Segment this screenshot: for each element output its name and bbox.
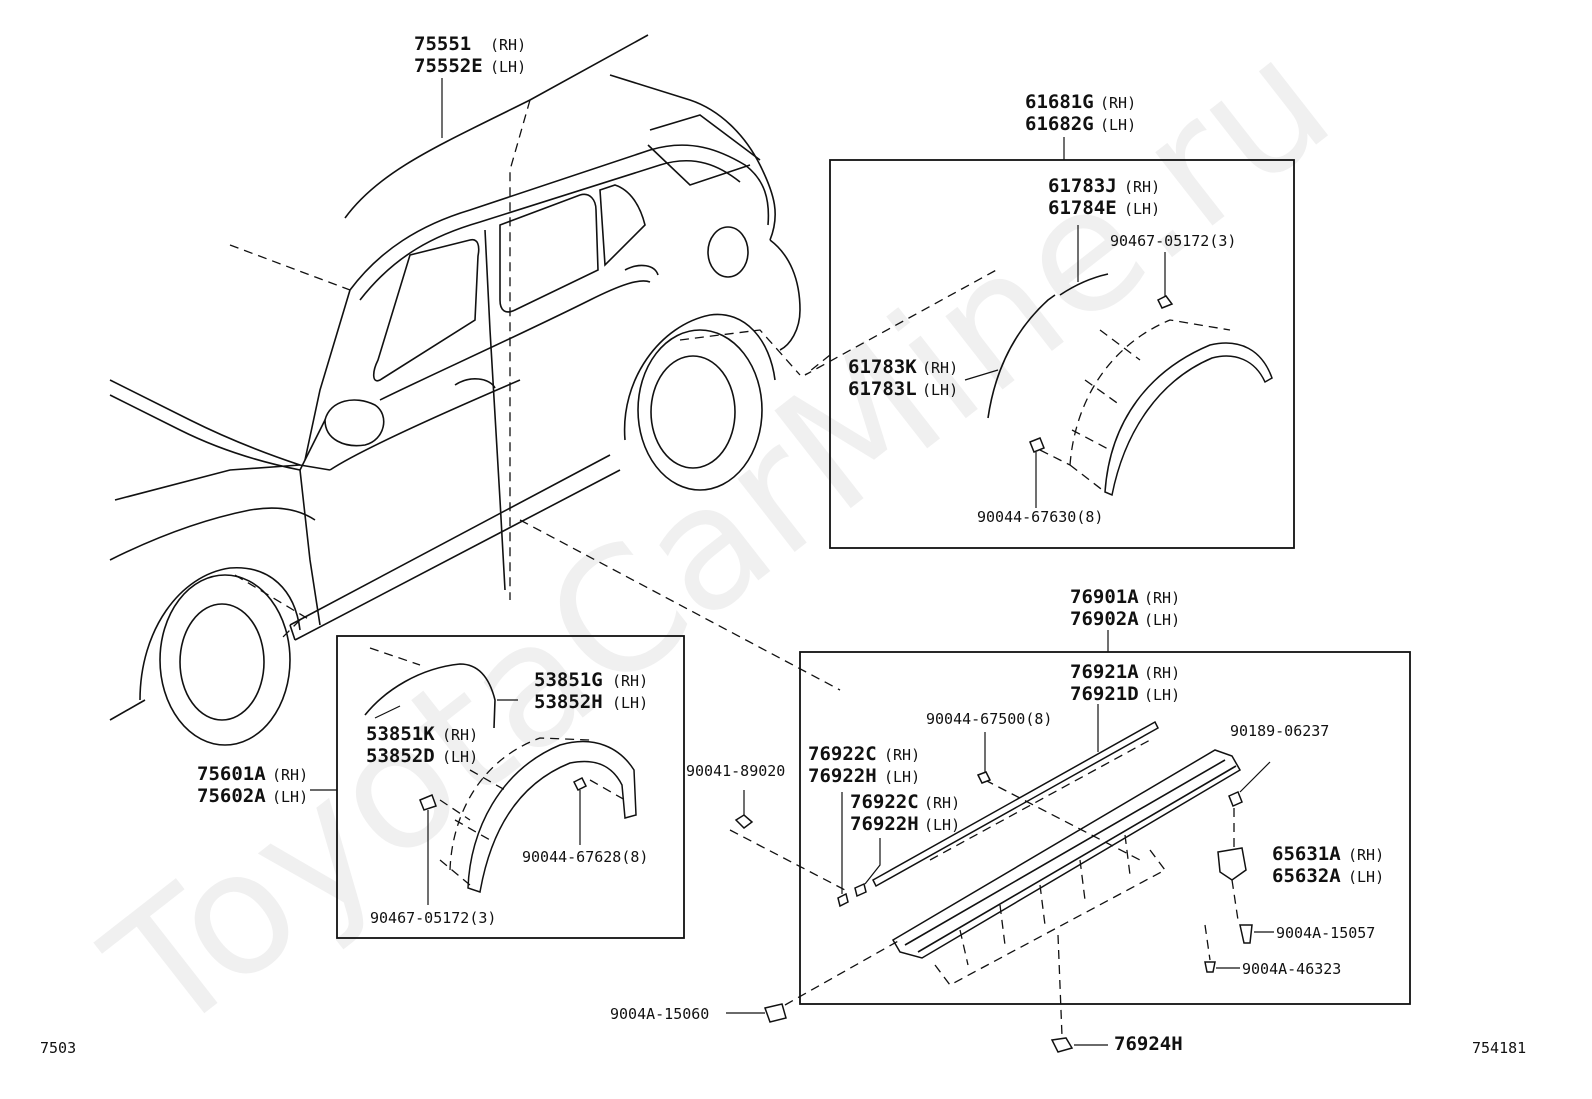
side-label-lh: (LH) <box>1100 116 1136 134</box>
part-number-76922C-b: 76922C <box>850 791 919 813</box>
side-label-rh: (RH) <box>490 36 526 54</box>
part-number-65631A: 65631A <box>1272 843 1341 865</box>
part-number-9004A-15060: 9004A-15060 <box>610 1005 709 1023</box>
side-label-lh: (LH) <box>442 748 478 766</box>
side-label-lh: (LH) <box>612 694 648 712</box>
part-number-90044-67630: 90044-67630(8) <box>977 508 1103 526</box>
side-label-rh: (RH) <box>1144 589 1180 607</box>
front-wheel-arch-part <box>467 740 637 893</box>
side-label-rh: (RH) <box>1144 664 1180 682</box>
part-number-90467-05172-front: 90467-05172(3) <box>370 909 496 927</box>
part-number-76902A: 76902A <box>1070 608 1139 630</box>
part-number-75602A: 75602A <box>197 785 266 807</box>
mudguard-part <box>1217 847 1247 881</box>
rocker-clip-icon <box>1050 1037 1074 1053</box>
rocker-nut-icon <box>976 771 992 784</box>
rocker-screw-icon <box>1228 790 1243 808</box>
side-label-lh: (LH) <box>1124 200 1160 218</box>
part-number-90044-67628: 90044-67628(8) <box>522 848 648 866</box>
part-number-9004A-46323: 9004A-46323 <box>1242 960 1341 978</box>
front-arch-nut-icon <box>572 776 588 792</box>
part-number-65632A: 65632A <box>1272 865 1341 887</box>
rear-arch-clip-icon <box>1156 295 1174 309</box>
part-number-9004A-15057: 9004A-15057 <box>1276 924 1375 942</box>
part-number-76922H-b: 76922H <box>850 813 919 835</box>
watermark: ToyotaCarMine.ru <box>73 2 1366 1073</box>
side-label-rh: (RH) <box>1124 178 1160 196</box>
front-arch-clip-icon <box>419 794 437 811</box>
mudguard-bolt-icon <box>1204 961 1216 973</box>
mudguard-screw-icon <box>1239 924 1253 944</box>
rear-wheel-arch-part <box>1104 342 1273 497</box>
side-label-rh: (RH) <box>1100 94 1136 112</box>
side-label-rh: (RH) <box>924 794 960 812</box>
side-label-lh: (LH) <box>1144 611 1180 629</box>
rocker-pad-b-icon <box>854 882 867 898</box>
side-label-rh: (RH) <box>612 672 648 690</box>
part-number-90189-06237: 90189-06237 <box>1230 722 1329 740</box>
rocker-front-screw-icon <box>764 1003 787 1023</box>
roof-molding-part <box>344 34 649 219</box>
side-label-lh: (LH) <box>1348 868 1384 886</box>
page-code-right: 754181 <box>1472 1039 1526 1057</box>
part-number-90041-89020: 90041-89020 <box>686 762 785 780</box>
side-label-rh: (RH) <box>922 359 958 377</box>
side-label-rh: (RH) <box>272 766 308 784</box>
part-number-61682G: 61682G <box>1025 113 1094 135</box>
side-label-rh: (RH) <box>442 726 478 744</box>
part-number-90044-67500: 90044-67500(8) <box>926 710 1052 728</box>
side-label-lh: (LH) <box>924 816 960 834</box>
part-number-61783L: 61783L <box>848 378 917 400</box>
part-number-61783K: 61783K <box>848 356 917 378</box>
rocker-pad-icon <box>837 892 849 908</box>
side-label-lh: (LH) <box>922 381 958 399</box>
part-number-76924H: 76924H <box>1114 1033 1183 1055</box>
part-number-53851G: 53851G <box>534 669 603 691</box>
part-number-76922C: 76922C <box>808 743 877 765</box>
part-number-53852D: 53852D <box>366 745 435 767</box>
side-label-rh: (RH) <box>1348 846 1384 864</box>
rear-arch-detail-box <box>829 159 1295 549</box>
part-number-61681G: 61681G <box>1025 91 1094 113</box>
part-number-90467-05172: 90467-05172(3) <box>1110 232 1236 250</box>
part-number-76921D: 76921D <box>1070 683 1139 705</box>
side-label-lh: (LH) <box>884 768 920 786</box>
front-arch-molding-upper <box>364 663 496 729</box>
side-label-lh: (LH) <box>1144 686 1180 704</box>
part-number-75552E: 75552E <box>414 55 483 77</box>
vehicle-body-illustration <box>109 74 801 746</box>
rear-arch-molding-upper <box>1059 273 1109 296</box>
part-number-61784E: 61784E <box>1048 197 1117 219</box>
part-number-53852H: 53852H <box>534 691 603 713</box>
side-label-lh: (LH) <box>272 788 308 806</box>
front-clip-icon <box>734 814 754 829</box>
part-number-76901A: 76901A <box>1070 586 1139 608</box>
rear-arch-nut-icon <box>1029 437 1045 453</box>
side-label-rh: (RH) <box>884 746 920 764</box>
page-code-left: 7503 <box>40 1039 76 1057</box>
rocker-molding-strip <box>872 720 1159 888</box>
side-label-lh: (LH) <box>490 58 526 76</box>
rear-arch-molding-lower <box>987 294 1056 419</box>
rocker-detail-box <box>799 651 1411 1005</box>
part-number-76921A: 76921A <box>1070 661 1139 683</box>
part-number-61783J: 61783J <box>1048 175 1117 197</box>
front-arch-detail-box <box>336 635 685 939</box>
part-number-75551: 75551 <box>414 33 471 55</box>
part-number-53851K: 53851K <box>366 723 435 745</box>
part-number-76922H: 76922H <box>808 765 877 787</box>
part-number-75601A: 75601A <box>197 763 266 785</box>
